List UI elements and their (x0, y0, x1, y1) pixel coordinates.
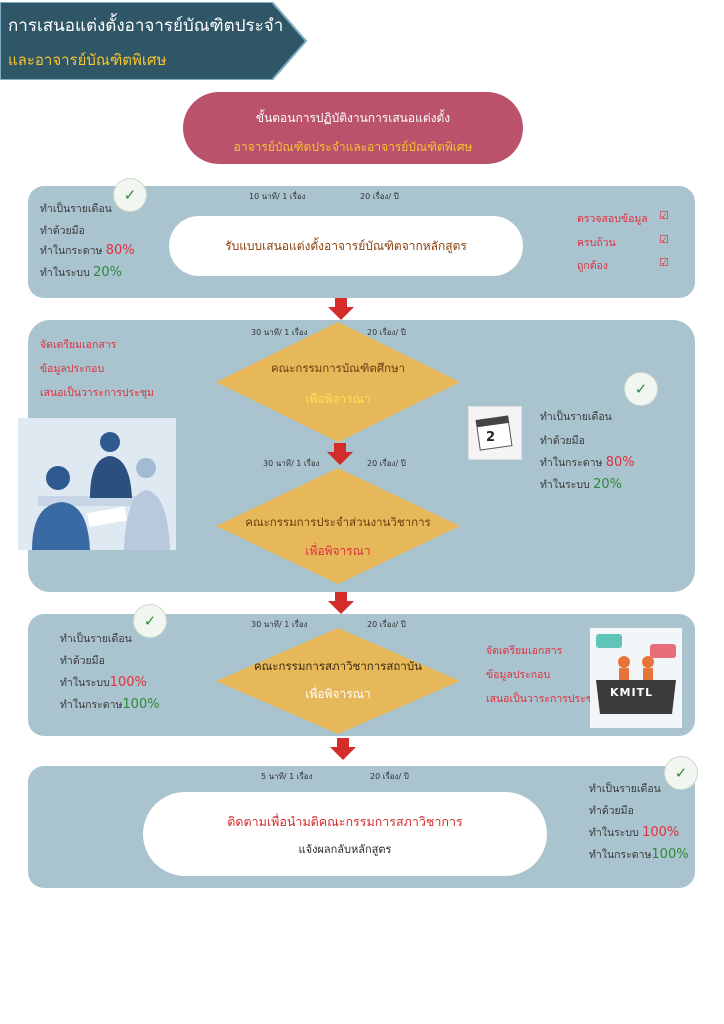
step2b-diamond (216, 468, 460, 584)
down-arrow-icon (330, 738, 356, 760)
banner-title: การเสนอแต่งตั้งอาจารย์บัณฑิตประจำ (8, 16, 284, 36)
down-arrow-icon (327, 443, 353, 465)
step3-note-1: จัดเตรียมเอกสาร (486, 645, 563, 657)
step2-system-value: 20% (593, 477, 622, 492)
step3-time: 30 นาที/ 1 เรื่อง (251, 620, 308, 629)
podium-illustration (590, 628, 682, 728)
step3-freq: ทำเป็นรายเดือน (60, 633, 132, 645)
step2-paper: ทำในกระดาษ 80% (540, 454, 635, 471)
down-arrow-icon (328, 592, 354, 614)
step2-note-2: ข้อมูลประกอบ (40, 363, 105, 375)
checklist-label-correct: ถูกต้อง (577, 260, 608, 272)
step2b-time: 30 นาที/ 1 เรื่อง (263, 459, 320, 468)
step3-paper-value: 100% (122, 697, 160, 712)
step4-task-line1: ติดตามเพื่อนำมติคณะกรรมการสภาวิชาการ (227, 814, 463, 829)
checkbox-icon: ☑ (659, 256, 669, 269)
checklist-label-verify: ตรวจสอบข้อมูล (577, 213, 648, 225)
step2-system-label: ทำในระบบ (540, 479, 594, 491)
step2a-action: เพื่อพิจารณา (305, 392, 371, 406)
checklist-label-complete: ครบถ้วน (577, 237, 616, 249)
step2b-count: 20 เรื่อง/ ปี (367, 459, 406, 468)
step4-task-line2: แจ้งผลกลับหลักสูตร (298, 843, 392, 856)
step3-note-3: เสนอเป็นวาระการประชุม (486, 693, 600, 705)
check-icon: ✓ (133, 604, 167, 638)
check-icon: ✓ (113, 178, 147, 212)
step3-diamond (216, 628, 460, 734)
step4-system-value: 100% (642, 825, 680, 840)
step3-note-2: ข้อมูลประกอบ (486, 669, 551, 681)
calendar-icon (468, 406, 522, 460)
step3-count: 20 เรื่อง/ ปี (367, 620, 406, 629)
step1-task: รับแบบเสนอแต่งตั้งอาจารย์บัณฑิตจากหลักสู… (225, 239, 467, 253)
header-line2: อาจารย์บัณฑิตประจำและอาจารย์บัณฑิตพิเศษ (233, 140, 473, 154)
check-icon: ✓ (624, 372, 658, 406)
step2-freq: ทำเป็นรายเดือน (540, 411, 612, 423)
step1-paper-value: 80% (105, 243, 135, 258)
step3-committee: คณะกรรมการสภาวิชาการสถาบัน (253, 659, 422, 673)
step2a-committee: คณะกรรมการบัณฑิตศึกษา (270, 361, 406, 375)
step1-system: ทำในระบบ 20% (40, 264, 122, 281)
step4-paper-label: ทำในกระดาษ (589, 849, 652, 861)
step2-system: ทำในระบบ 20% (540, 476, 622, 493)
step2a-diamond (216, 322, 460, 442)
step1-count: 20 เรื่อง/ ปี (360, 192, 399, 201)
step3-system: ทำในระบบ100% (60, 674, 147, 691)
step4-paper-value: 100% (651, 847, 689, 862)
step3-paper-label: ทำในกระดาษ (60, 699, 123, 711)
step2b-action: เพื่อพิจารณา (305, 544, 371, 558)
checkbox-icon: ☑ (659, 209, 669, 222)
step3-paper: ทำในกระดาษ100% (60, 696, 160, 713)
banner-subtitle: และอาจารย์บัณฑิตพิเศษ (8, 51, 167, 69)
step1-method: ทำด้วยมือ (40, 225, 85, 237)
step3-system-label: ทำในระบบ (60, 677, 110, 689)
step1-system-value: 20% (93, 265, 122, 280)
header-line1: ขั้นตอนการปฏิบัติงานการเสนอแต่งตั้ง (255, 111, 451, 125)
step3-method: ทำด้วยมือ (60, 655, 105, 667)
step2-paper-label: ทำในกระดาษ (540, 457, 606, 469)
step4-time: 5 นาที/ 1 เรื่อง (261, 772, 313, 781)
step2b-committee: คณะกรรมการประจำส่วนงานวิชาการ (245, 515, 431, 529)
check-icon: ✓ (664, 756, 698, 790)
step4-task-pill: ติดตามเพื่อนำมติคณะกรรมการสภาวิชาการ แจ้… (143, 792, 547, 876)
step4-method: ทำด้วยมือ (589, 805, 634, 817)
logo-text: KMITL (610, 686, 654, 699)
down-arrow-icon (328, 298, 354, 320)
step2-paper-value: 80% (605, 455, 635, 470)
checkbox-icon: ☑ (659, 233, 669, 246)
title-banner: การเสนอแต่งตั้งอาจารย์บัณฑิตประจำ และอาจ… (0, 2, 308, 80)
step1-task-pill: รับแบบเสนอแต่งตั้งอาจารย์บัณฑิตจากหลักสู… (169, 216, 523, 276)
step3-action: เพื่อพิจารณา (305, 687, 371, 701)
step4-system-label: ทำในระบบ (589, 827, 643, 839)
step2-note-1: จัดเตรียมเอกสาร (40, 339, 117, 351)
step2a-time: 30 นาที/ 1 เรื่อง (251, 328, 308, 337)
step1-time: 10 นาที/ 1 เรื่อง (249, 192, 306, 201)
step1-paper: ทำในกระดาษ 80% (40, 242, 135, 259)
step3-system-value: 100% (109, 675, 147, 690)
meeting-photo (18, 418, 176, 550)
step4-freq: ทำเป็นรายเดือน (589, 783, 661, 795)
step1-freq: ทำเป็นรายเดือน (40, 203, 112, 215)
step1-paper-label: ทำในกระดาษ (40, 245, 106, 257)
step1-system-label: ทำในระบบ (40, 267, 94, 279)
step4-system: ทำในระบบ 100% (589, 824, 679, 841)
header-pill: ขั้นตอนการปฏิบัติงานการเสนอแต่งตั้ง อาจา… (183, 92, 523, 164)
banner-shape (0, 2, 308, 80)
step2-method: ทำด้วยมือ (540, 435, 585, 447)
step4-count: 20 เรื่อง/ ปี (370, 772, 409, 781)
step2a-count: 20 เรื่อง/ ปี (367, 328, 406, 337)
step2-note-3: เสนอเป็นวาระการประชุม (40, 387, 154, 399)
step4-paper: ทำในกระดาษ100% (589, 846, 689, 863)
calendar-number: 2 (486, 430, 496, 445)
